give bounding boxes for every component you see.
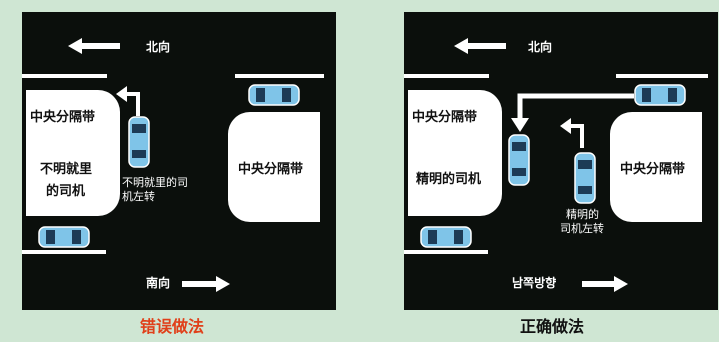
south-arrow-icon bbox=[582, 276, 628, 292]
median-right bbox=[228, 112, 320, 222]
turn-note: 司机左转 bbox=[560, 222, 604, 235]
north-label: 北向 bbox=[528, 40, 553, 54]
lane-line bbox=[22, 250, 106, 254]
turn-note: 精明的 bbox=[566, 208, 599, 221]
north-label: 北向 bbox=[146, 40, 171, 54]
u-turn-arrow-icon bbox=[511, 93, 634, 132]
lane-line bbox=[22, 74, 107, 78]
median-note: 精明的司机 bbox=[416, 172, 482, 187]
north-arrow-icon bbox=[68, 38, 120, 54]
wrong-method-caption: 错误做法 bbox=[140, 317, 205, 336]
median-label: 中央分隔带 bbox=[30, 110, 96, 125]
wrong-method-panel: 北向 中央分隔带 不明就里 的司机 中央分隔带 bbox=[22, 12, 336, 310]
south-label: 남쪽방향 bbox=[512, 276, 557, 290]
median-left bbox=[408, 90, 502, 216]
median-right bbox=[610, 112, 702, 222]
lane-line bbox=[616, 74, 708, 78]
car-northbound-icon bbox=[248, 84, 300, 106]
correct-method-caption: 正确做法 bbox=[520, 317, 585, 336]
south-label: 南向 bbox=[146, 276, 171, 290]
median-label: 中央分隔带 bbox=[238, 162, 304, 177]
left-turn-arrow-icon bbox=[560, 118, 584, 148]
turn-note: 不明就里的司 bbox=[122, 176, 188, 189]
car-southbound-icon bbox=[38, 226, 90, 248]
lane-line bbox=[235, 74, 324, 78]
median-label: 中央分隔带 bbox=[412, 110, 478, 125]
car-northbound-icon bbox=[634, 84, 686, 106]
median-note: 的司机 bbox=[46, 184, 86, 199]
car-southbound-icon bbox=[420, 226, 472, 248]
correct-method-panel: 北向 中央分隔带 精明的司机 中央分隔带 bbox=[404, 12, 718, 310]
car-turning-icon bbox=[128, 116, 150, 168]
north-arrow-icon bbox=[454, 38, 506, 54]
lane-line bbox=[404, 250, 488, 254]
car-turning-icon bbox=[574, 152, 596, 204]
south-arrow-icon bbox=[182, 276, 230, 292]
lane-line bbox=[404, 74, 489, 78]
turn-note: 机左转 bbox=[122, 190, 155, 203]
car-uturned-icon bbox=[508, 134, 530, 186]
left-turn-arrow-icon bbox=[116, 86, 140, 116]
median-label: 中央分隔带 bbox=[620, 162, 686, 177]
median-left bbox=[26, 90, 120, 216]
median-note: 不明就里 bbox=[40, 162, 93, 177]
